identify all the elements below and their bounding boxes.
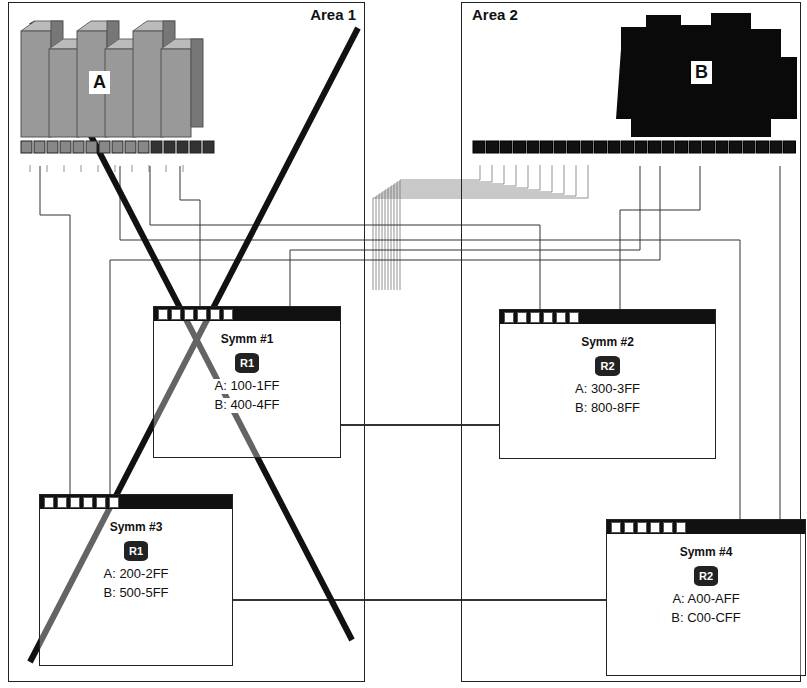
port <box>96 497 106 508</box>
cable <box>98 165 99 172</box>
area-label: Area 2 <box>470 6 520 23</box>
storage-array: Symm #4 R2 A: A00-AFF B: C00-CFF <box>606 519 806 676</box>
port <box>569 312 579 323</box>
host-system: A <box>19 9 219 166</box>
device-range: B: 500-5FF <box>101 586 170 601</box>
cable-connector <box>780 166 781 519</box>
port <box>676 522 686 533</box>
host-illustration <box>19 9 219 166</box>
array-name: Symm #2 <box>579 336 636 350</box>
port <box>44 497 54 508</box>
port <box>83 497 93 508</box>
port <box>210 309 220 320</box>
host-illustration <box>471 9 799 166</box>
port <box>171 309 181 320</box>
host-label: B <box>691 61 712 84</box>
array-name: Symm #3 <box>108 521 165 535</box>
device-role: R1 <box>124 541 148 561</box>
port <box>517 312 527 323</box>
cable-connector <box>620 166 700 309</box>
array-name: Symm #4 <box>678 546 735 560</box>
cable <box>391 165 516 290</box>
cable-connector <box>233 599 606 601</box>
port <box>109 497 119 508</box>
area-label: Area 1 <box>308 6 358 23</box>
port <box>184 309 194 320</box>
device-range: A: 300-3FF <box>573 382 642 397</box>
cable <box>30 165 31 172</box>
cable-connector <box>290 166 640 306</box>
port <box>70 497 80 508</box>
cable <box>81 165 82 172</box>
port <box>543 312 553 323</box>
port <box>624 522 634 533</box>
host-label: A <box>89 71 110 94</box>
cable <box>385 165 540 290</box>
port <box>223 309 233 320</box>
port-strip <box>154 307 340 321</box>
cable <box>115 165 116 172</box>
cable <box>376 165 576 290</box>
cable-connector <box>180 166 200 306</box>
device-range: B: 400-4FF <box>212 398 281 413</box>
port <box>197 309 207 320</box>
cable-connector <box>40 166 70 494</box>
device-role: R2 <box>595 356 619 376</box>
port <box>57 497 67 508</box>
device-range: B: 800-8FF <box>573 401 642 416</box>
device-role: R2 <box>694 566 718 586</box>
device-range: A: 100-1FF <box>212 379 281 394</box>
port-strip <box>607 520 805 534</box>
cable <box>132 165 133 172</box>
storage-array: Symm #2 R2 A: 300-3FF B: 800-8FF <box>499 309 716 459</box>
area-region: Area 1ASymm #1R1A: 100-1FFB: 400-4FFSymm… <box>8 2 365 682</box>
cable <box>47 165 48 172</box>
port <box>637 522 647 533</box>
cable <box>149 165 150 172</box>
port <box>650 522 660 533</box>
port <box>158 309 168 320</box>
host-system: B <box>471 9 799 166</box>
storage-array: Symm #3 R1 A: 200-2FF B: 500-5FF <box>39 494 233 666</box>
port <box>611 522 621 533</box>
port <box>504 312 514 323</box>
device-role: R1 <box>235 353 259 373</box>
cable-connector <box>120 166 740 519</box>
area-region: Area 2BSymm #2R2A: 300-3FFB: 800-8FFSymm… <box>461 2 801 682</box>
port <box>556 312 566 323</box>
array-name: Symm #1 <box>219 333 276 347</box>
cable <box>373 165 588 290</box>
cable <box>183 165 184 172</box>
storage-array: Symm #1 R1 A: 100-1FF B: 400-4FF <box>153 306 341 458</box>
cable <box>379 165 564 290</box>
device-range: B: C00-CFF <box>669 611 742 626</box>
cable <box>64 165 65 172</box>
cable-connector <box>150 166 540 309</box>
cable <box>166 165 167 172</box>
device-range: A: 200-2FF <box>101 567 170 582</box>
port <box>663 522 673 533</box>
cable <box>388 165 528 290</box>
port <box>530 312 540 323</box>
cable <box>382 165 552 290</box>
port-strip <box>500 310 715 324</box>
device-range: A: A00-AFF <box>670 592 741 607</box>
port-strip <box>40 495 232 509</box>
cable <box>394 165 504 290</box>
